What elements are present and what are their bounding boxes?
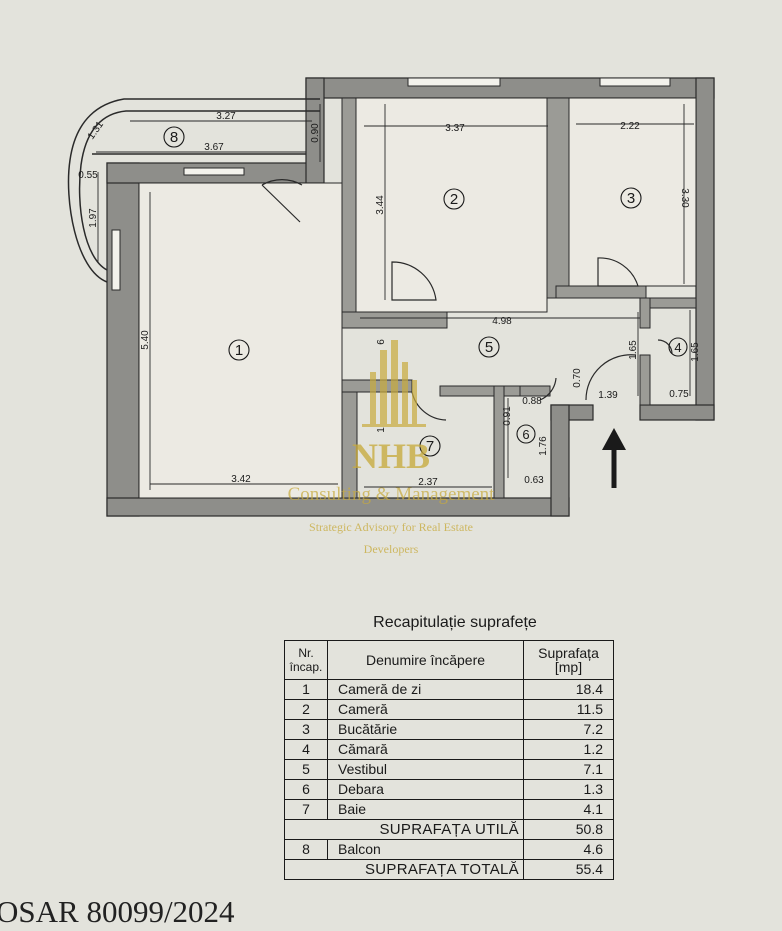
dim-3-30: 3.30 [679,188,690,208]
header-name: Denumire încăpere [327,640,524,680]
table-row: 5 Vestibul 7.1 [284,759,614,780]
dim-0-91: 0.91 [502,406,513,426]
balcony-outline [67,98,320,283]
dim-0-70: 0.70 [572,368,583,388]
row-nr: 1 [284,679,328,700]
useful-area-label: SUPRAFAȚA UTILĂ [284,819,524,840]
dim-1-31: 1.31 [86,119,106,142]
room-number-2: 2 [450,191,458,208]
nhb-watermark: NHB Consulting & Management Strategic Ad… [288,340,496,556]
total-area-value: 55.4 [523,859,614,880]
header-nr: Nr. încap. [284,640,328,680]
dim-5-40: 5.40 [140,330,151,350]
dim-0-90: 0.90 [310,123,321,143]
dim-1-76: 1.76 [538,436,549,456]
reference-code: OSAR 80099/2024 [0,894,235,929]
row-nr: 7 [284,799,328,820]
row-name: Vestibul [327,759,524,780]
room-2-floor [355,97,548,313]
row-nr: 5 [284,759,328,780]
balcony-nr: 8 [284,839,328,860]
row-area: 18.4 [523,679,614,700]
dim-0-63: 0.63 [524,475,544,486]
row-area: 1.2 [523,739,614,760]
dimension-lines [96,104,694,490]
row-name: Bucătărie [327,719,524,740]
dim-0-75: 0.75 [669,389,689,400]
row-area: 11.5 [523,699,614,720]
table-row: 6 Debara 1.3 [284,779,614,800]
useful-area-value: 50.8 [523,819,614,840]
watermark-line3: Developers [364,542,419,556]
table-row: 2 Cameră 11.5 [284,699,614,720]
watermark-line1: Consulting & Management [288,484,496,505]
room-number-5: 5 [485,339,493,356]
balcony-name: Balcon [327,839,524,860]
dim-0-88: 0.88 [522,396,542,407]
room-labels [163,126,688,457]
table-row: 1 Cameră de zi 18.4 [284,679,614,700]
dim-3-37: 3.37 [445,123,465,134]
row-name: Cameră de zi [327,679,524,700]
dim-2-22: 2.22 [620,121,640,132]
row-nr: 3 [284,719,328,740]
room-number-3: 3 [627,190,635,207]
useful-area-row: SUPRAFAȚA UTILĂ 50.8 [284,819,614,840]
room-number-8: 8 [170,129,178,146]
row-area: 7.2 [523,719,614,740]
watermark-logo-text: NHB [352,436,430,476]
dim-3-44: 3.44 [375,195,386,215]
row-name: Cameră [327,699,524,720]
dim-4-98: 4.98 [492,316,512,327]
room-1-floor [138,182,343,499]
entrance-arrow [602,428,626,488]
room-number-1: 1 [235,342,243,359]
header-area: Suprafața [mp] [523,640,614,680]
row-nr: 6 [284,779,328,800]
doors [261,179,673,421]
row-area: 1.3 [523,779,614,800]
dim-3-67: 3.67 [204,142,224,153]
table-row: 8 Balcon 4.6 [284,839,614,860]
row-name: Cămară [327,739,524,760]
total-area-row: SUPRAFAȚA TOTALĂ 55.4 [284,859,614,880]
building-logo-icon [362,340,426,427]
dim-2-37: 2.37 [418,477,438,488]
area-summary-table: Nr. încap. Denumire încăpere Suprafața [… [284,640,614,880]
dim-1-65-a: 1.65 [628,340,639,360]
dim-1-65-b: 1.65 [690,342,701,362]
dim-partial-6: 6 [376,339,387,345]
row-name: Baie [327,799,524,820]
row-nr: 2 [284,699,328,720]
dim-0-55: 0.55 [78,170,98,181]
table-row: 7 Baie 4.1 [284,799,614,820]
dim-partial-1: 1 [376,427,387,433]
balcony-area: 4.6 [523,839,614,860]
room-number-6: 6 [522,427,529,442]
table-row: 4 Cămară 1.2 [284,739,614,760]
row-area: 4.1 [523,799,614,820]
room-number-7: 7 [426,438,434,455]
floor-plan: 1 2 3 4 5 6 7 8 3.27 0.90 3.67 1.31 0.55… [67,77,715,556]
dim-1-97: 1.97 [88,208,99,228]
total-area-label: SUPRAFAȚA TOTALĂ [284,859,524,880]
row-nr: 4 [284,739,328,760]
room-number-4: 4 [674,340,681,355]
dim-1-39: 1.39 [598,390,618,401]
row-area: 7.1 [523,759,614,780]
table-row: 3 Bucătărie 7.2 [284,719,614,740]
room-3-floor [568,97,697,287]
dim-3-42: 3.42 [231,474,251,485]
table-header-row: Nr. încap. Denumire încăpere Suprafața [… [284,640,614,680]
interior-walls [341,97,697,499]
watermark-line2: Strategic Advisory for Real Estate [309,520,473,534]
dim-3-27: 3.27 [216,111,236,122]
summary-title: Recapitulație suprafețe [373,614,537,631]
row-name: Debara [327,779,524,800]
